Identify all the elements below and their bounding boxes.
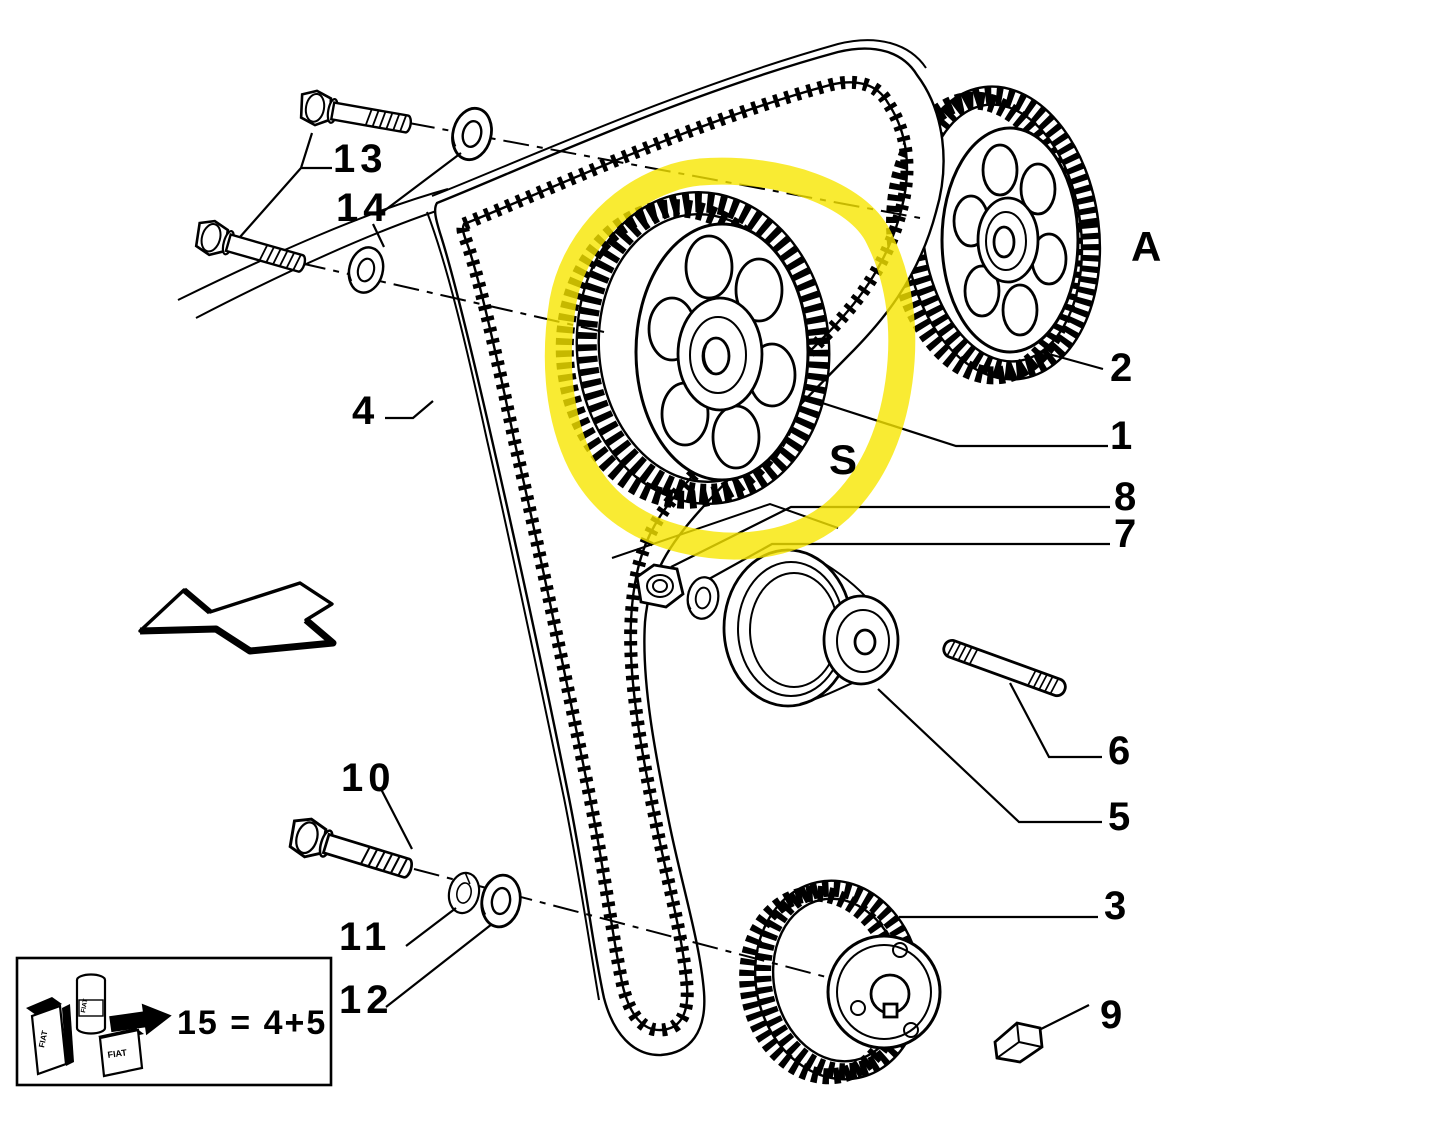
callout-11: 11 — [339, 915, 391, 959]
washer-14a — [445, 102, 499, 166]
marking-s: S — [829, 436, 857, 483]
crankshaft-sprocket — [739, 879, 942, 1085]
callout-14: 14 — [336, 186, 391, 230]
callout-4: 4 — [352, 389, 379, 433]
legend-box: FIAT FIAT FIAT 15 = 4+5 — [15, 956, 333, 1087]
callout-9: 9 — [1100, 993, 1127, 1037]
legend-equation: 15 = 4+5 — [177, 1004, 327, 1042]
timing-belt — [426, 39, 945, 1057]
callout-6: 6 — [1108, 729, 1135, 773]
fiat-logo-box-left: FIAT — [37, 1030, 49, 1049]
callout-1: 1 — [1110, 414, 1137, 458]
callout-3: 3 — [1104, 884, 1131, 928]
callout-13: 13 — [333, 137, 388, 181]
assembly-axis-lines — [299, 122, 921, 979]
bolt-13a — [295, 87, 415, 143]
callout-5: 5 — [1108, 795, 1135, 839]
lock-washer-11 — [447, 871, 481, 915]
washer-14b — [342, 242, 389, 298]
washer-12 — [476, 870, 526, 932]
highlight-marker — [544, 157, 916, 560]
callout-2: 2 — [1110, 346, 1137, 390]
nut — [635, 563, 685, 609]
callout-12: 12 — [339, 978, 394, 1022]
callouts: 1 2 3 4 5 6 7 8 9 10 11 12 13 14 A S — [333, 137, 1161, 1037]
direction-arrow-icon — [138, 581, 337, 655]
marking-a: A — [1131, 223, 1161, 270]
callout-8: 8 — [1114, 475, 1141, 519]
tensioner-pulley — [722, 548, 900, 708]
callout-10: 10 — [341, 756, 396, 800]
fiat-logo-box-right: FIAT — [107, 1047, 128, 1060]
bolt-10 — [283, 813, 418, 890]
camshaft-sprocket-a — [886, 85, 1102, 385]
fiat-logo-tube: FIAT — [80, 998, 89, 1013]
stud — [942, 639, 1067, 698]
washer-7 — [683, 574, 723, 622]
key — [993, 1021, 1044, 1064]
callout-7: 7 — [1114, 512, 1141, 556]
fiat-kit-illustration: FIAT FIAT FIAT — [26, 973, 172, 1078]
